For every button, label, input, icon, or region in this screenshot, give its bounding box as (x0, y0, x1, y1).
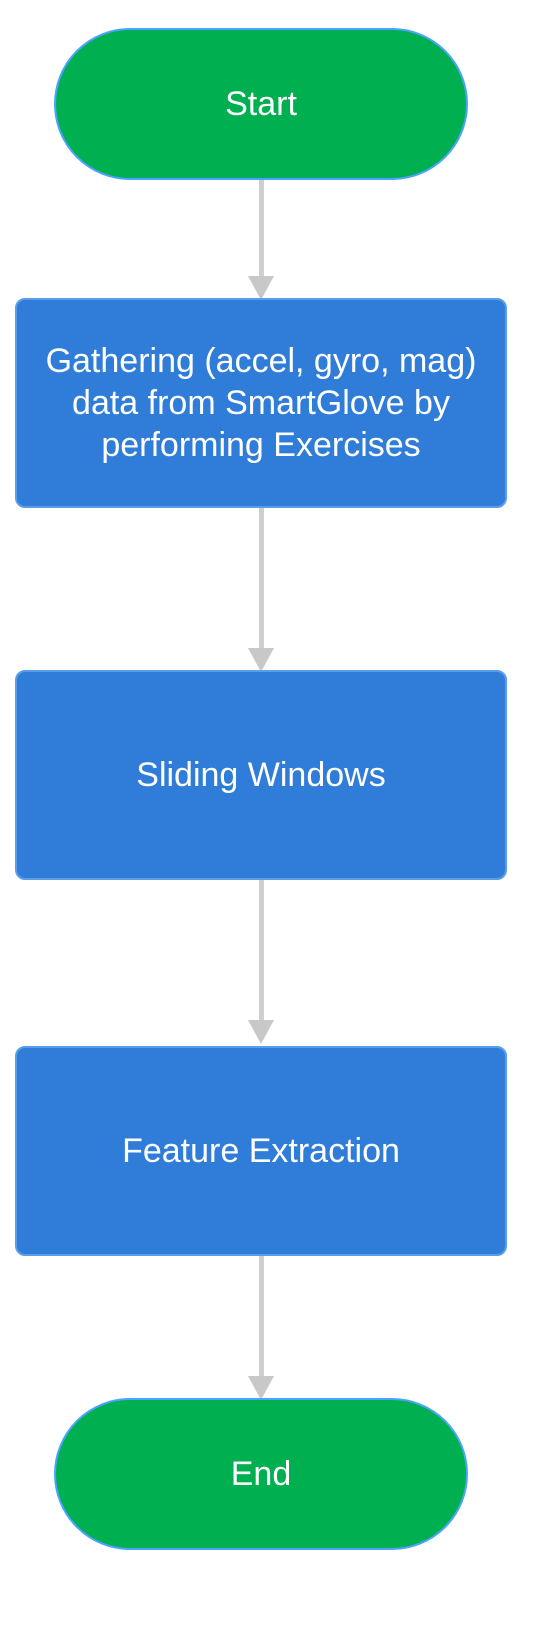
connector-line (259, 880, 264, 1020)
feature-extraction-node: Feature Extraction (15, 1046, 507, 1256)
connector-line (259, 180, 264, 276)
arrow-head-icon (248, 276, 274, 300)
gathering-data-node: Gathering (accel, gyro, mag) data from S… (15, 298, 507, 508)
gathering-data-label: Gathering (accel, gyro, mag) data from S… (45, 342, 477, 464)
arrow-head-icon (248, 1376, 274, 1400)
connector-line (259, 508, 264, 648)
connector-line (259, 1256, 264, 1376)
feature-extraction-label: Feature Extraction (122, 1132, 400, 1170)
arrow-head-icon (248, 1020, 274, 1044)
end-label: End (230, 1454, 292, 1493)
start-node: Start (54, 28, 468, 180)
sliding-windows-label: Sliding Windows (136, 756, 386, 794)
end-node: End (54, 1398, 468, 1550)
start-label: Start (225, 84, 297, 123)
sliding-windows-node: Sliding Windows (15, 670, 507, 880)
arrow-head-icon (248, 648, 274, 672)
